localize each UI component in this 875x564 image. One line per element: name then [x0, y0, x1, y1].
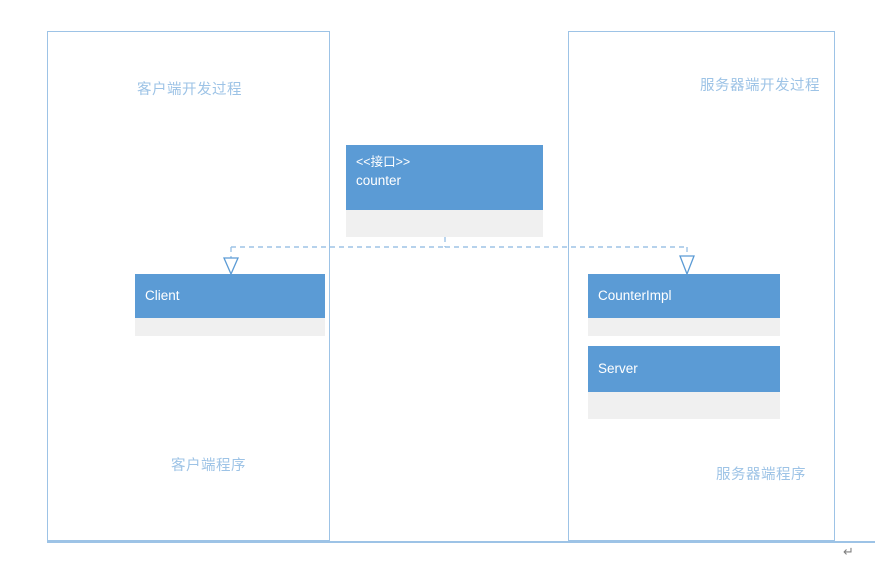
uml-interface-counter[interactable]: <<接口>> counter [346, 145, 543, 237]
uml-interface-counter-members [346, 210, 543, 237]
uml-class-client-header: Client [135, 274, 325, 318]
uml-class-client-name: Client [145, 288, 180, 303]
swimlane-server-side-bottom-caption: 服务器端程序 [716, 467, 806, 483]
uml-class-client[interactable]: Client [135, 274, 325, 336]
page-rule-divider [47, 541, 875, 543]
uml-class-server-header: Server [588, 346, 780, 392]
uml-interface-counter-header: <<接口>> counter [346, 145, 543, 210]
uml-class-server-name: Server [598, 361, 638, 376]
uml-class-counterimpl[interactable]: CounterImpl [588, 274, 780, 336]
uml-interface-counter-name: counter [356, 173, 402, 188]
return-mark-icon: ↵ [843, 544, 854, 559]
uml-class-counterimpl-name: CounterImpl [598, 288, 672, 303]
uml-class-counterimpl-members [588, 318, 780, 336]
uml-class-client-members [135, 318, 325, 336]
uml-class-counterimpl-header: CounterImpl [588, 274, 780, 318]
swimlane-client-side-bottom-caption: 客户端程序 [171, 458, 246, 474]
swimlane-client-side-top-caption: 客户端开发过程 [137, 82, 242, 98]
swimlane-server-side [568, 31, 835, 541]
uml-class-server[interactable]: Server [588, 346, 780, 419]
uml-interface-counter-stereotype: <<接口>> [356, 155, 411, 169]
uml-class-server-members [588, 392, 780, 419]
swimlane-client-side [47, 31, 330, 541]
swimlane-server-side-top-caption: 服务器端开发过程 [700, 78, 820, 94]
